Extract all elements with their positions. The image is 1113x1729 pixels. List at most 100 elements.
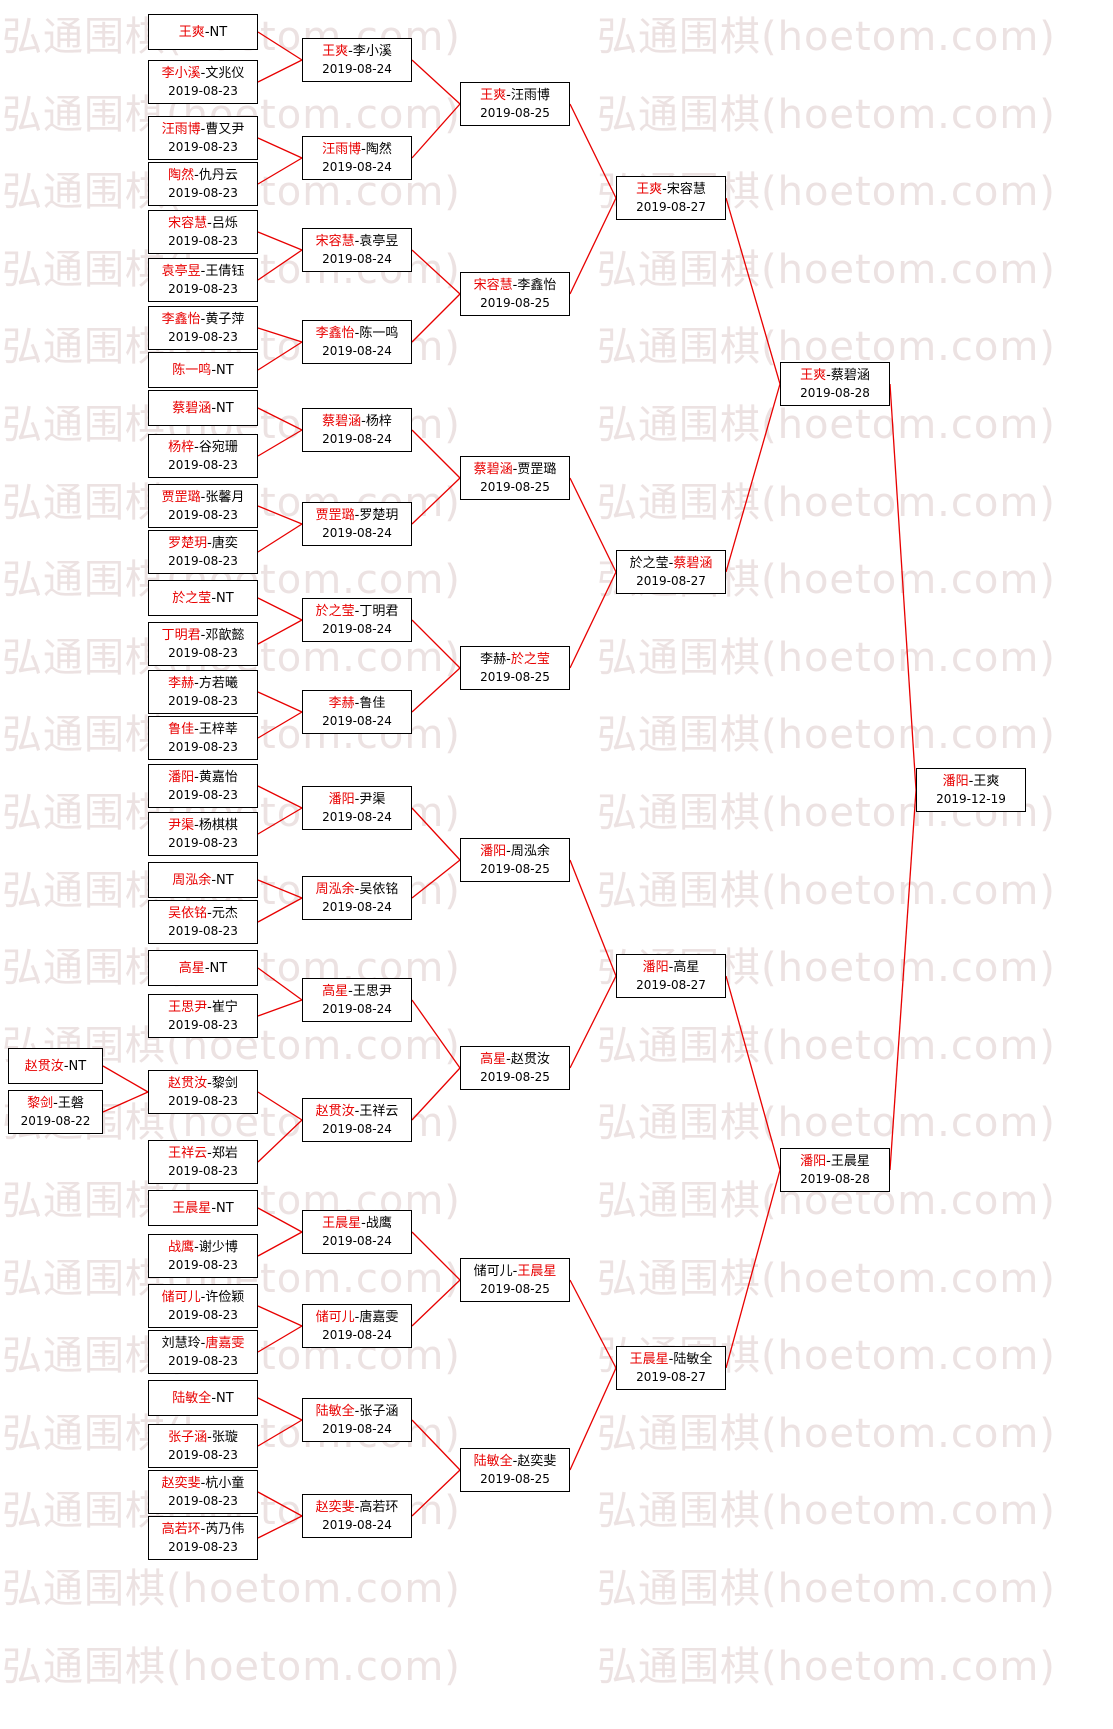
match-date: 2019-08-23 (168, 140, 238, 154)
winner-name: 张子涵 (168, 1430, 208, 1445)
match-date: 2019-08-25 (480, 1282, 550, 1296)
watermark-text: 弘通围棋(hoetom.com) (597, 246, 1056, 293)
match-result: 储可儿-许俭颖 (162, 1288, 245, 1307)
name-separator: - (200, 66, 206, 81)
name-separator: - (512, 1264, 518, 1279)
name-separator: - (211, 590, 217, 606)
loser-name: 邓歆懿 (205, 628, 245, 643)
loser-name: 元杰 (211, 906, 238, 921)
match-result: 周泓余-NT (172, 871, 233, 890)
winner-name: 王思尹 (168, 1000, 208, 1015)
match-box-r1-29: 陆敏全-NT (148, 1380, 258, 1416)
loser-name: 文兆仪 (205, 66, 245, 81)
match-result: 高若环-芮乃伟 (162, 1520, 245, 1539)
winner-name: 王晨星 (172, 1200, 212, 1216)
watermark-text: 弘通围棋(hoetom.com) (597, 402, 1056, 448)
match-result: 赵贯汝-王祥云 (316, 1102, 399, 1121)
match-result: 於之莹-丁明君 (316, 602, 399, 621)
match-result: 李赫-於之莹 (480, 650, 550, 669)
name-separator: - (211, 1200, 217, 1216)
winner-name: 潘阳 (328, 792, 355, 807)
name-separator: - (506, 652, 511, 667)
winner-name: 赵贯汝 (168, 1076, 208, 1091)
match-date: 2019-08-23 (168, 1308, 238, 1322)
name-separator: - (354, 696, 360, 711)
watermark-text: 弘通围棋(hoetom.com) (2, 1566, 461, 1612)
watermark-text: 弘通围棋(hoetom.com) (597, 1488, 1056, 1535)
match-date: 2019-08-27 (636, 978, 706, 992)
match-result: 丁明君-邓歆懿 (162, 626, 245, 645)
match-date: 2019-08-24 (322, 1518, 392, 1532)
name-separator: - (348, 44, 353, 59)
match-box-r1-09: 蔡碧涵-NT (148, 390, 258, 426)
watermark-text: 弘通围棋(hoetom.com) (597, 1643, 1056, 1690)
name-separator: - (207, 1430, 212, 1445)
match-date: 2019-08-25 (480, 1070, 550, 1084)
winner-name: 周泓余 (172, 872, 212, 888)
loser-name: 贾罡璐 (517, 462, 557, 477)
match-date: 2019-08-24 (322, 1328, 392, 1342)
winner-name: 陆敏全 (172, 1390, 212, 1406)
match-result: 赵贯汝-NT (25, 1057, 86, 1076)
match-date: 2019-08-23 (168, 1094, 238, 1108)
loser-name: 张璇 (211, 1430, 238, 1445)
loser-name: NT (216, 872, 234, 888)
match-date: 2019-08-24 (322, 62, 392, 76)
winner-name: 王爽 (322, 44, 349, 59)
loser-name: 杨棋棋 (198, 818, 238, 833)
loser-name: 鲁佳 (359, 696, 386, 711)
match-date: 2019-08-24 (322, 160, 392, 174)
winner-name: 高若环 (161, 1522, 201, 1537)
loser-name: 王爽 (973, 774, 1000, 789)
name-separator: - (207, 536, 212, 551)
match-result: 高星-赵贯汝 (480, 1050, 550, 1069)
name-separator: - (194, 676, 199, 691)
winner-name: 高星 (178, 960, 205, 976)
match-date: 2019-08-23 (168, 1354, 238, 1368)
match-date: 2019-08-23 (168, 836, 238, 850)
match-date: 2019-08-27 (636, 574, 706, 588)
loser-name: 周泓余 (510, 844, 550, 859)
winner-name: 李小溪 (161, 66, 201, 81)
name-separator: - (506, 844, 511, 859)
name-separator: - (207, 216, 212, 231)
winner-name: 李赫 (168, 676, 195, 691)
name-separator: - (662, 182, 667, 197)
loser-name: 陶然 (365, 142, 392, 157)
match-result: 蔡碧涵-NT (172, 399, 233, 418)
match-date: 2019-08-25 (480, 862, 550, 876)
watermark-text: 弘通围棋(hoetom.com) (597, 634, 1056, 681)
winner-name: 蔡碧涵 (322, 414, 362, 429)
name-separator: - (207, 1000, 212, 1015)
match-date: 2019-08-24 (322, 1122, 392, 1136)
winner-name: 汪雨博 (322, 142, 362, 157)
winner-name: 陆敏全 (473, 1454, 513, 1469)
match-date: 2019-08-25 (480, 480, 550, 494)
name-separator: - (200, 1522, 206, 1537)
loser-name: 李小溪 (352, 44, 392, 59)
match-result: 王晨星-NT (172, 1199, 233, 1218)
winner-name: 陈一鸣 (172, 362, 212, 378)
match-date: 2019-08-23 (168, 234, 238, 248)
loser-name: 王祥云 (359, 1104, 399, 1119)
match-date: 2019-08-24 (322, 344, 392, 358)
winner-name: 袁亭昱 (161, 264, 201, 279)
loser-name: 尹渠 (359, 792, 386, 807)
match-date: 2019-08-24 (322, 1002, 392, 1016)
match-result: 潘阳-高星 (643, 958, 700, 977)
match-result: 高星-王思尹 (322, 982, 392, 1001)
